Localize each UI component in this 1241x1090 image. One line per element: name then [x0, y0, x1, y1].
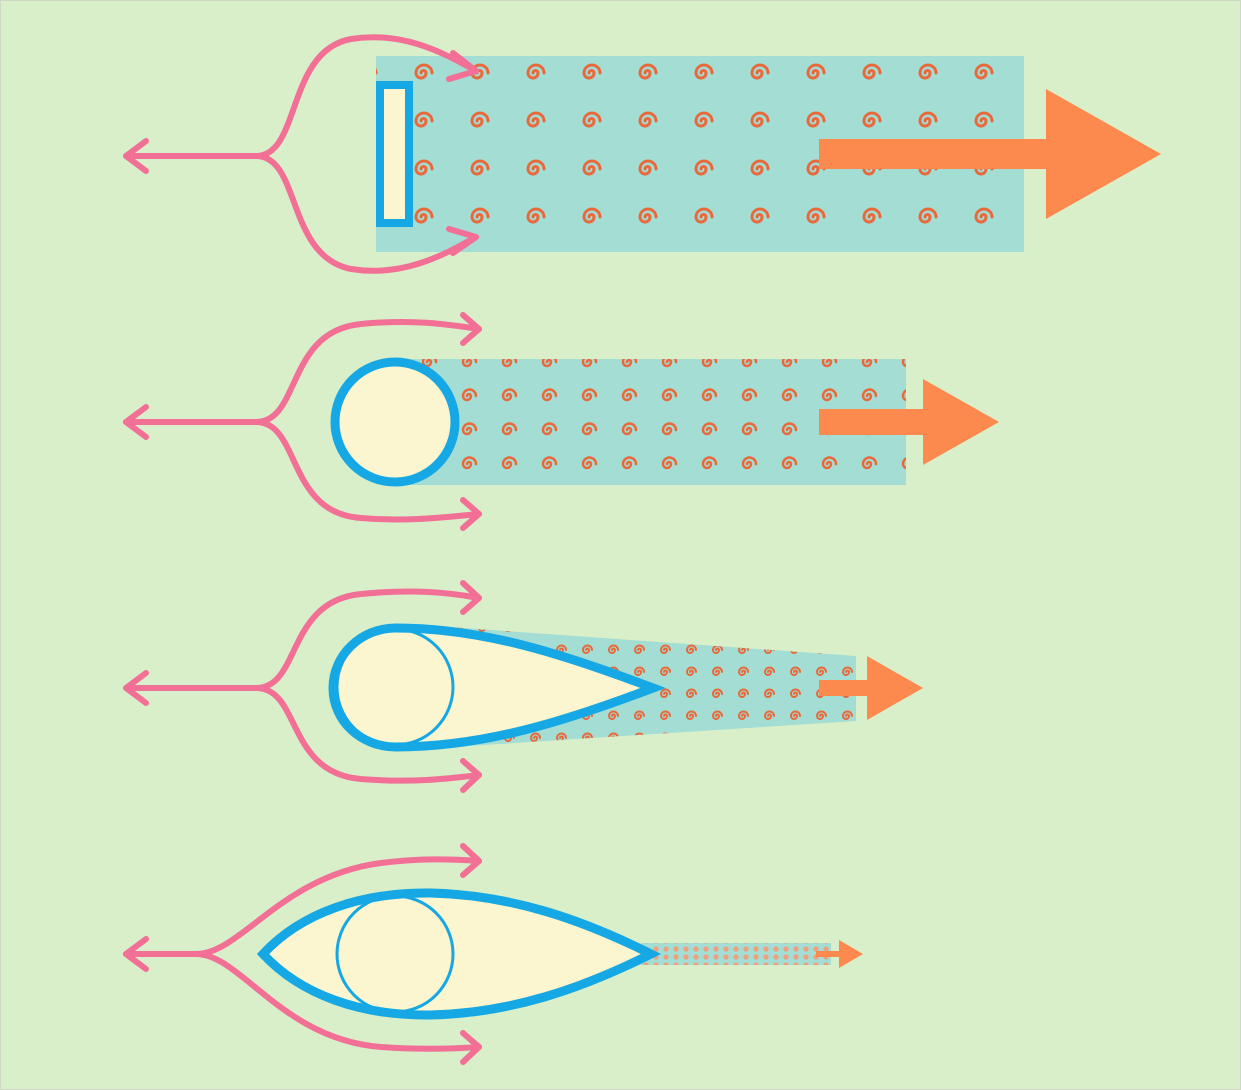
streamlined-body — [263, 893, 651, 1015]
row-half-streamlined — [126, 583, 923, 790]
row-streamlined — [126, 846, 863, 1062]
wake-turbulence-tiny — [641, 943, 831, 965]
flat-plate-body — [380, 85, 409, 223]
row-circle — [126, 315, 999, 528]
circle-body — [335, 362, 455, 482]
row-flat-plate — [126, 37, 1161, 271]
